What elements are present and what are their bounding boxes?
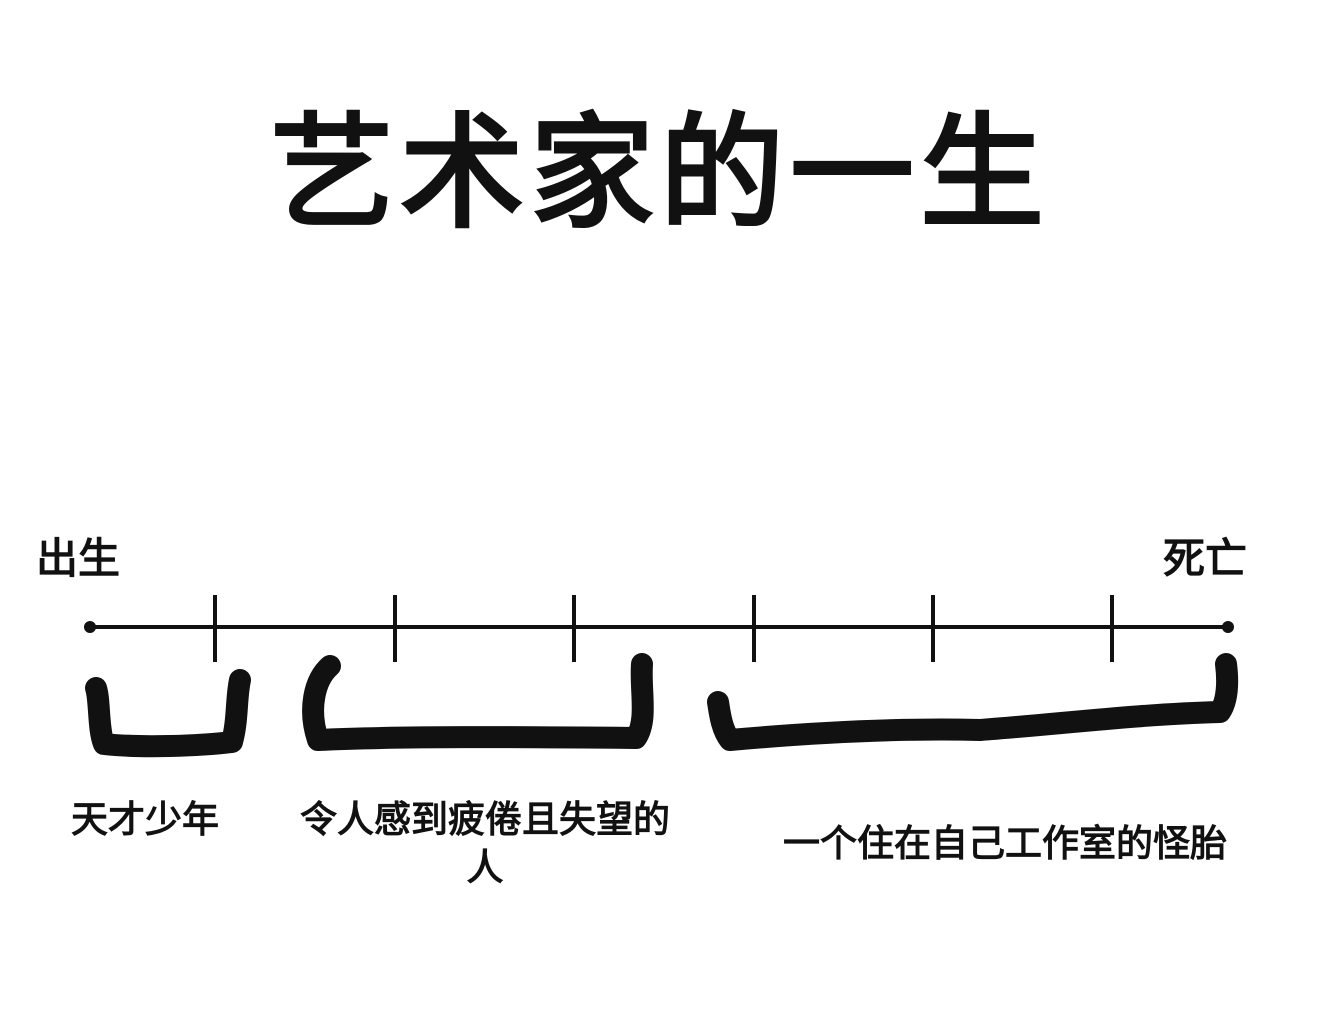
stage-label-studio-freak: 一个住在自己工作室的怪胎 xyxy=(783,822,1227,865)
timeline-end-dot xyxy=(1222,621,1234,633)
stage-bracket-1 xyxy=(85,669,251,758)
timeline-end-label: 死亡 xyxy=(1163,534,1248,583)
timeline-start-dot xyxy=(84,621,96,633)
stage-bracket-3 xyxy=(707,653,1239,751)
diagram-title: 艺术家的一生 xyxy=(269,102,1050,246)
stage-label-prodigy: 天才少年 xyxy=(71,798,219,841)
stage-bracket-2 xyxy=(302,653,654,751)
timeline-start-label: 出生 xyxy=(36,534,121,583)
stage-label-disappointing-person: 令人感到疲倦且失望的人 xyxy=(300,798,670,890)
